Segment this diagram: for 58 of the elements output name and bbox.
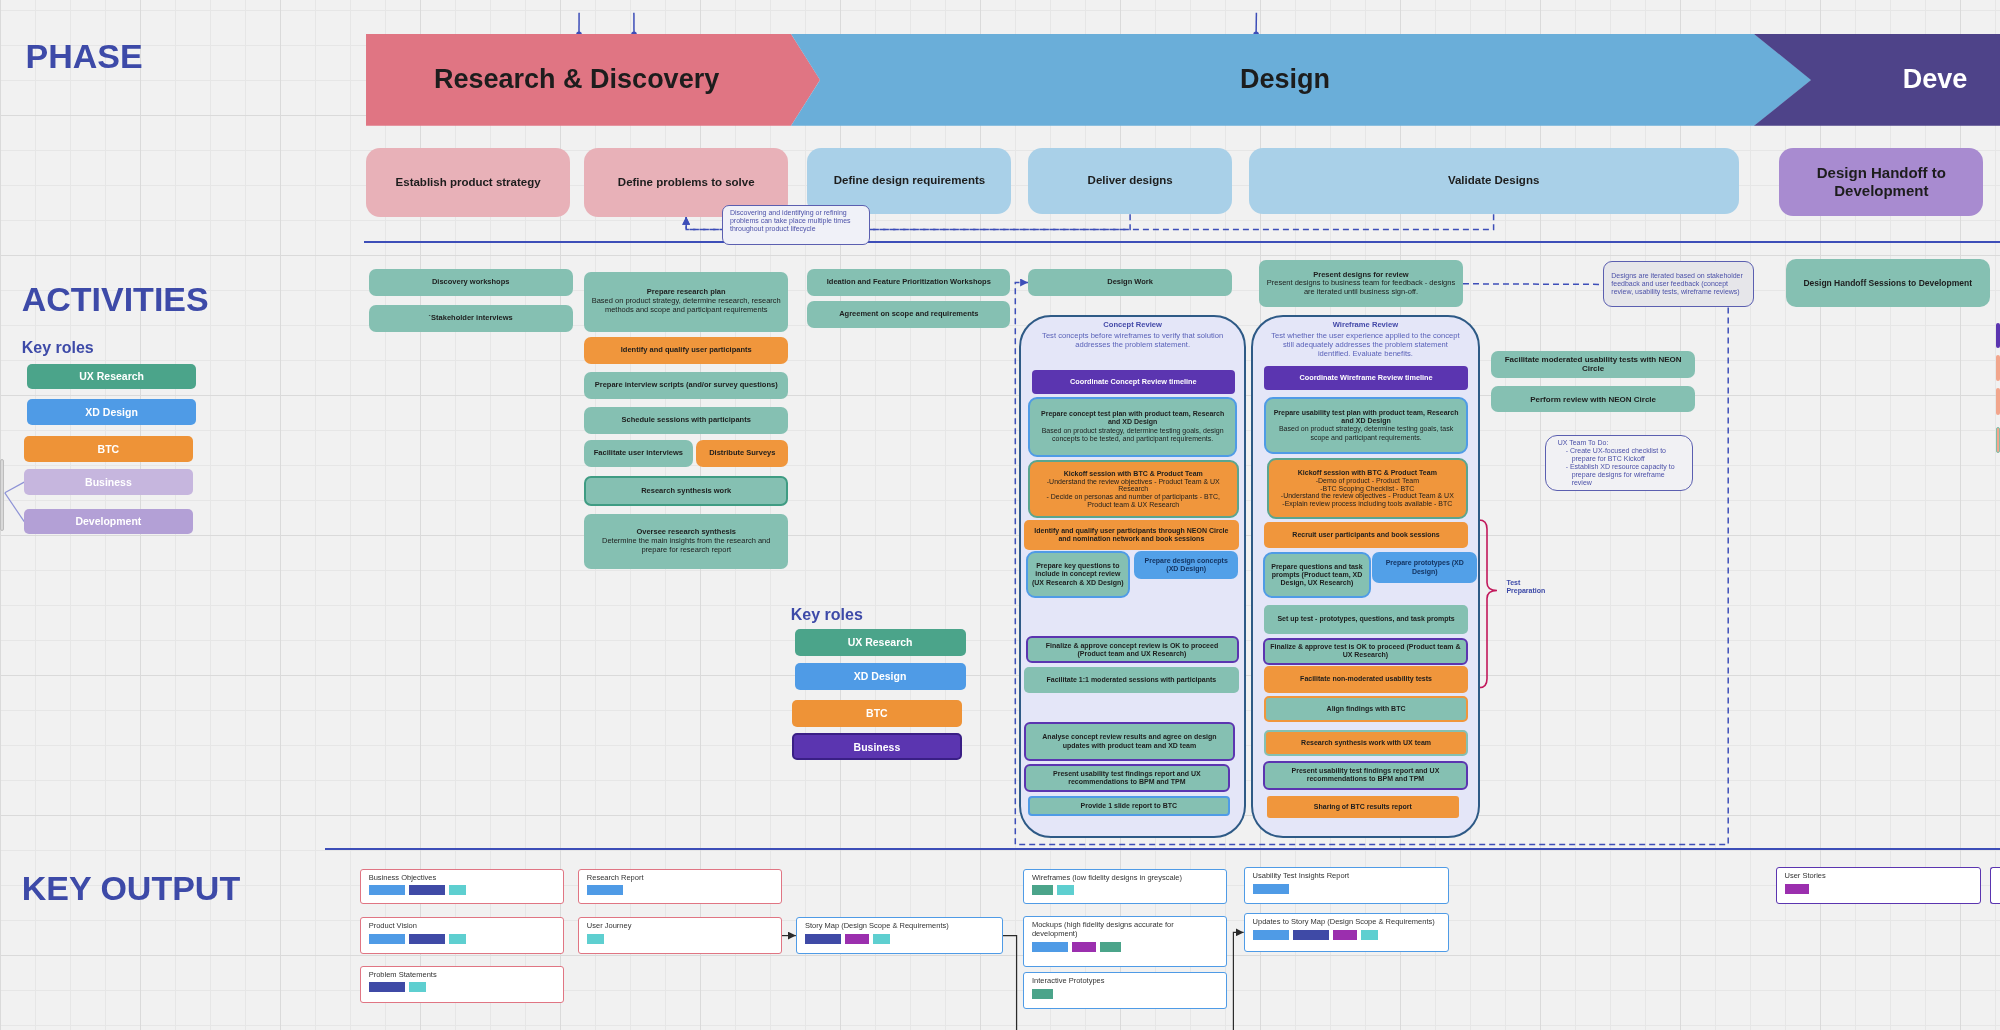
connector-line [1002, 935, 1018, 1030]
connector-line [4, 481, 25, 494]
section-heading: KEY OUTPUT [21, 869, 241, 908]
connector-line [4, 492, 25, 523]
phase-band: Deve [1753, 34, 2000, 127]
phase-band: Design [790, 34, 1812, 127]
arrow [781, 931, 797, 940]
role-pill: XD Design [794, 663, 966, 691]
role-pill: Business [24, 469, 193, 495]
phase-step-box: Establish product strategy [366, 147, 571, 217]
review-panel [1251, 315, 1480, 838]
cropped-box [1996, 387, 2000, 415]
activity-card [1264, 396, 1469, 455]
phase-step-box: Validate Designs [1248, 147, 1739, 215]
output-card [1022, 971, 1228, 1009]
legend-heading: Key roles [790, 605, 863, 624]
activity-box: Perform review with NEON Circle [1491, 386, 1696, 412]
output-card [1243, 867, 1449, 905]
arrow [1232, 928, 1245, 1030]
review-panel [1019, 315, 1247, 838]
output-card [359, 917, 564, 955]
cropped-box [1996, 322, 2000, 349]
output-card [795, 917, 1003, 955]
role-pill: Business [792, 733, 962, 761]
activity-box: Design Handoff Sessions to Development [1785, 258, 1990, 308]
role-pill: UX Research [26, 363, 197, 389]
activity-card [1266, 457, 1469, 520]
activity-card [1258, 260, 1463, 308]
phase-step-box: Deliver designs [1028, 147, 1233, 215]
cropped-box [1989, 867, 2000, 905]
section-heading: ACTIVITIES [21, 280, 209, 318]
role-pill: UX Research [794, 628, 966, 656]
activity-box: Facilitate moderated usability tests with NEON Circle [1491, 350, 1696, 378]
dashed-arrow [1014, 278, 1729, 846]
section-heading: PHASE [25, 38, 143, 76]
cropped-box [0, 459, 4, 531]
output-card [577, 917, 782, 955]
activity-card [584, 271, 789, 332]
role-pill: XD Design [26, 399, 197, 425]
cropped-box [1996, 354, 2000, 382]
output-card [359, 868, 564, 905]
output-card [1022, 868, 1228, 905]
role-pill: BTC [24, 436, 193, 462]
output-card [359, 965, 564, 1003]
role-pill: Development [24, 508, 193, 535]
legend-heading: Key roles [21, 339, 94, 357]
todo-note [1544, 434, 1693, 492]
output-card [1775, 867, 1981, 905]
activity-card [584, 514, 789, 569]
cropped-box [1996, 427, 2000, 453]
phase-step-box: Design Handoff to Development [1779, 147, 1984, 216]
activity-card [1028, 396, 1238, 457]
phase-band: Research & Discovery [366, 34, 821, 127]
role-pill: BTC [792, 700, 962, 728]
output-card [577, 868, 782, 905]
output-card [1243, 913, 1449, 952]
activity-card [1028, 460, 1239, 518]
output-card [1022, 915, 1228, 967]
